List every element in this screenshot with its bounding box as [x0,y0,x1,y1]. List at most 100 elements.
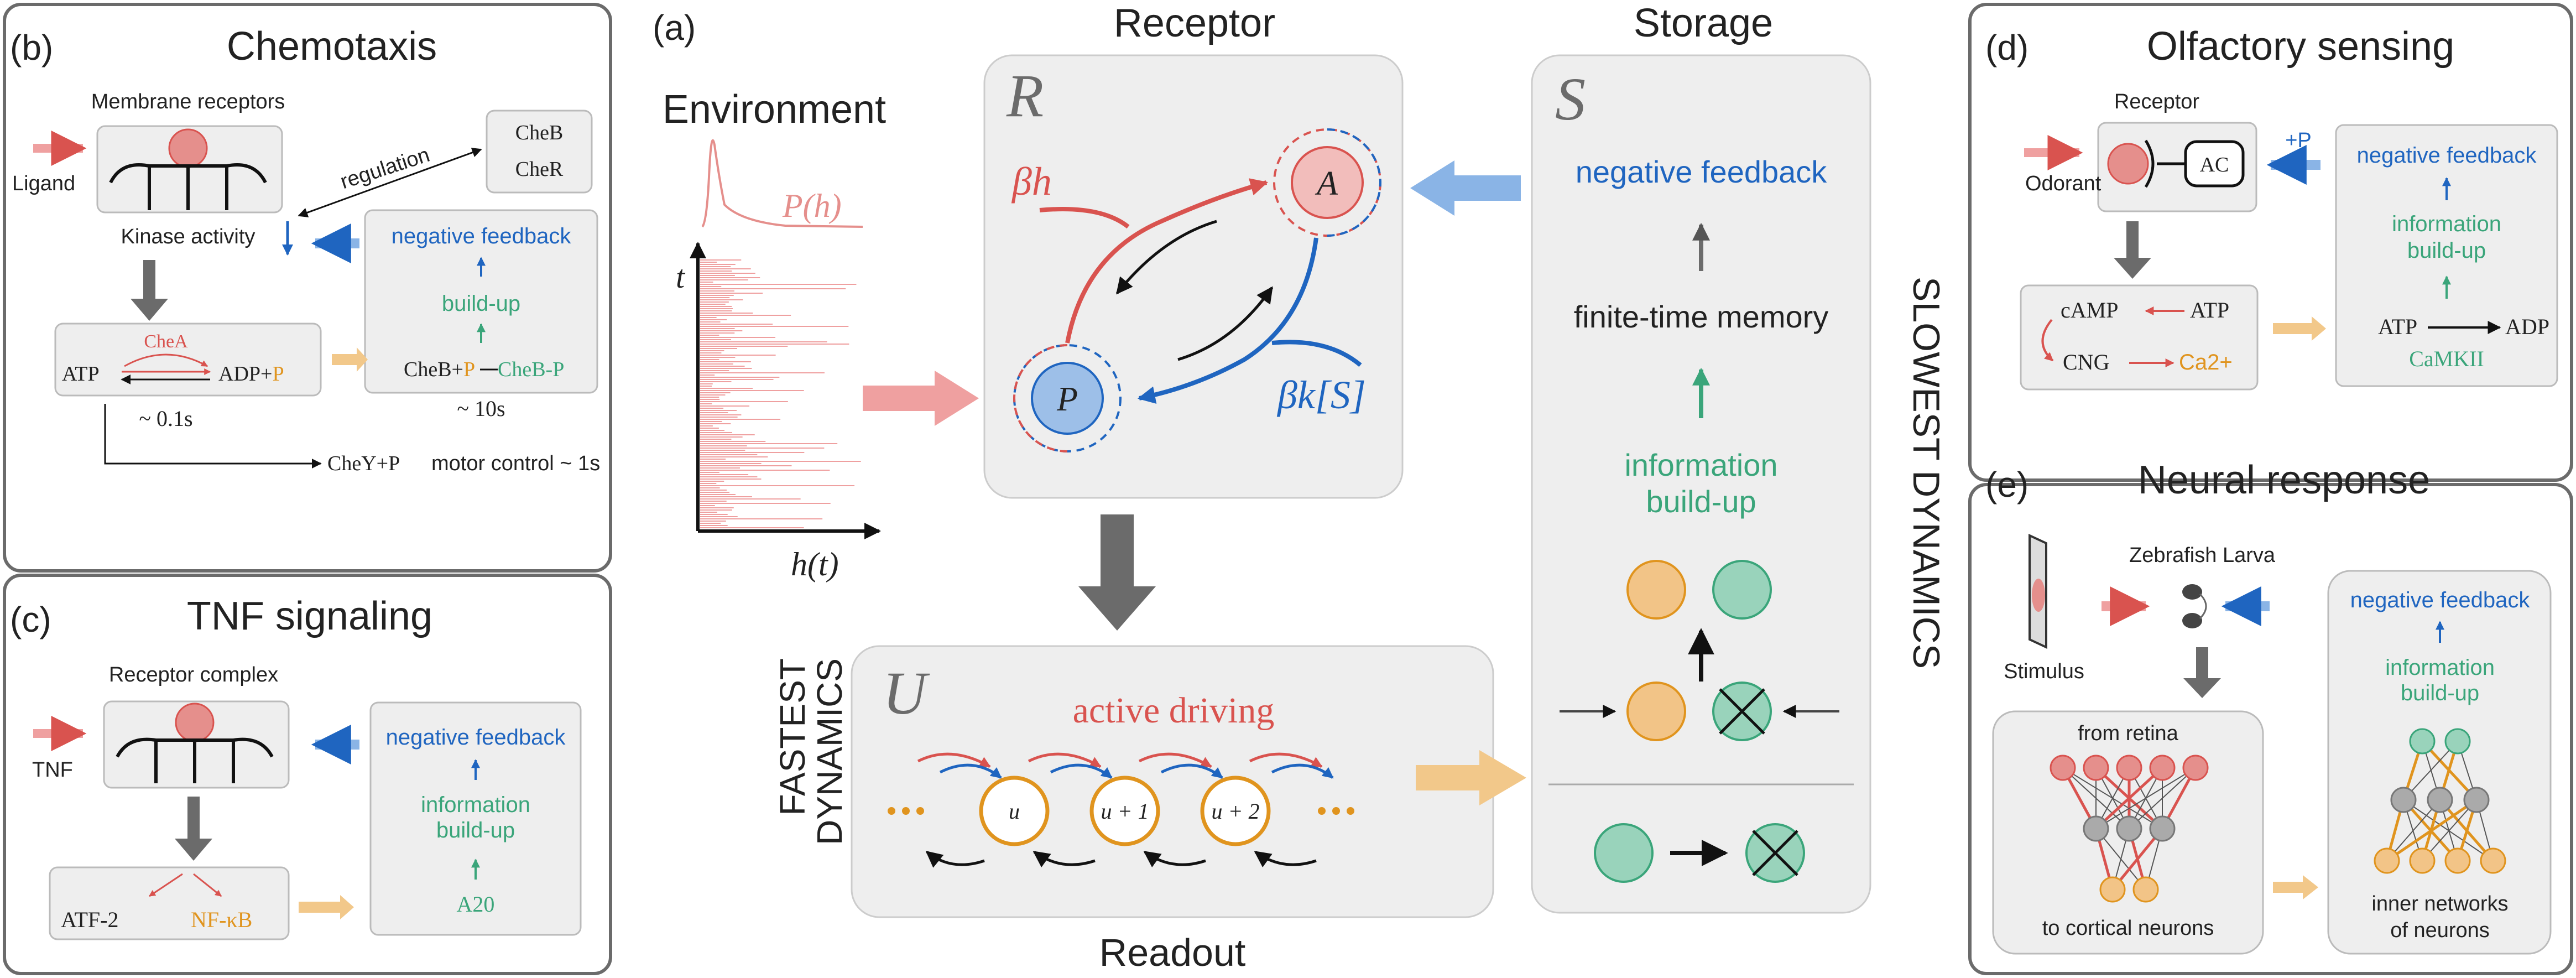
negfb-label-d: negative feedback [2357,143,2537,168]
cheb-p-right: CheB-P [498,358,564,381]
inner-network [2374,728,2506,874]
cortical-label: to cortical neurons [2042,917,2214,940]
adp-label-b: ADP+P [218,362,284,386]
camp-label: cAMP [2061,298,2118,322]
cortical-neuron [2099,876,2126,903]
info-label-d: information [2392,212,2501,236]
odorant-label: Odorant [2025,172,2102,195]
synapse-edge [2422,799,2477,861]
cng-label: CNG [2063,350,2109,374]
environment-trace [700,259,861,528]
P-to-A-arrow [1065,178,1269,344]
inner-label-1: inner networks [2371,892,2508,915]
active-driving-label: active driving [1073,690,1275,731]
inner-top-neuron [2444,728,2471,755]
readout-node-u2 [1200,776,1271,846]
U-label: U [883,659,930,727]
inner-bottom-neuron [2480,847,2506,874]
synapse-edge [2386,799,2441,861]
synapse-edge [2095,767,2163,830]
atp-label-d2: ATP [2378,314,2417,339]
memory-label: finite-time memory [1574,299,1829,334]
ac-label: AC [2200,153,2229,176]
orange-state-top [1626,560,1686,620]
feedback-box-d [2335,124,2558,387]
panel-b-title: Chemotaxis [227,24,437,69]
receptor-complex-label: Receptor complex [109,663,278,686]
atp-label-b: ATP [62,362,100,386]
A-to-P-arrow [1137,237,1318,404]
beta-h-label: βh [1011,159,1052,204]
atp-label-d: ATP [2190,298,2229,322]
storage-box-S [1531,54,1871,914]
tnf-ball-icon [175,703,215,742]
panel-b-frame [3,3,612,573]
synapse-edge [2095,767,2196,829]
ac-box-icon [2184,140,2245,188]
adp-label-d2: ADP [2505,314,2549,339]
retina-neuron [2182,755,2209,781]
retina-neuron [2149,755,2176,781]
panel-e-tag: (e) [1985,465,2029,504]
environment-plot: P(h) t h(t) [676,139,881,582]
receptor-title: Receptor [1114,1,1275,45]
R-label: R [1006,62,1044,129]
ht-label: h(t) [791,546,839,582]
synapse-edge [2403,741,2458,800]
cher-label: CheR [515,158,564,181]
A-label: A [1315,165,1338,202]
panel-c-title: TNF signaling [187,594,432,638]
membrane-label: Membrane receptors [91,90,285,113]
hidden-neuron [2083,815,2109,842]
panel-d-title: Olfactory sensing [2147,24,2454,69]
feedback-box-c [369,701,582,936]
hidden-neuron [2149,815,2176,842]
chea-label: CheA [144,331,188,352]
panel-d-olfactory: (d) Olfactory sensing Receptor AC Odoran… [1968,3,2573,482]
inner-hidden-neuron [2390,787,2417,813]
synapse-edge [2386,798,2478,862]
panel-a-tag: (a) [653,8,696,48]
a20-label: A20 [457,892,495,917]
state-P-node [1031,362,1104,435]
panel-c-tnf: (c) TNF signaling Receptor complex TNF n… [3,574,612,975]
nfkb-label: NF-κB [191,907,252,932]
negfb-label-b: negative feedback [392,224,572,248]
buildup-label-d: build-up [2407,238,2486,263]
receptor-label-d: Receptor [2114,90,2200,113]
panel-c-tag: (c) [10,600,51,639]
negfb-label-c: negative feedback [386,725,566,750]
synapse-edge [2111,828,2163,891]
inner-bottom-neuron [2409,847,2436,874]
panel-b-chemotaxis: (b) Chemotaxis Membrane receptors Ligand… [3,3,612,573]
synapse-edge [2129,767,2196,829]
inner-top-neuron [2409,728,2436,755]
inner-hidden-neuron [2427,787,2453,813]
state-A-node [1291,146,1364,219]
storage-title: Storage [1634,1,1773,45]
readout-node-u1 [1089,776,1160,846]
green-state-left [1594,823,1654,883]
readout-node-u [979,776,1050,846]
stimulus-label: Stimulus [2004,660,2084,683]
ligand-label: Ligand [12,172,75,195]
retina-label: from retina [2078,722,2178,745]
hidden-neuron [2116,815,2142,842]
stimulus-screen-icon [2029,533,2047,649]
motor-label: motor control ~ 1s [431,452,600,475]
chey-arrow [104,404,322,469]
readout-chain: u u + 1 u + 2 [888,752,1354,868]
atf-box [49,866,290,940]
buildup-label-a: build-up [1646,484,1756,519]
zebrafish-larva-icon [2182,584,2207,628]
inner-bottom-neuron [2374,847,2400,874]
panel-e-neural: (e) Neural response Stimulus Zebrafish L… [1968,458,2573,975]
negfb-label-e: negative feedback [2350,588,2531,612]
cheb-cher-box [486,110,593,194]
ca-label: Ca2+ [2179,350,2233,374]
inner-bottom-neuron [2444,847,2471,874]
chey-label: CheY+P [327,452,400,475]
inner-label-2: of neurons [2390,919,2490,942]
node-u2-label: u + 2 [1212,799,1260,824]
